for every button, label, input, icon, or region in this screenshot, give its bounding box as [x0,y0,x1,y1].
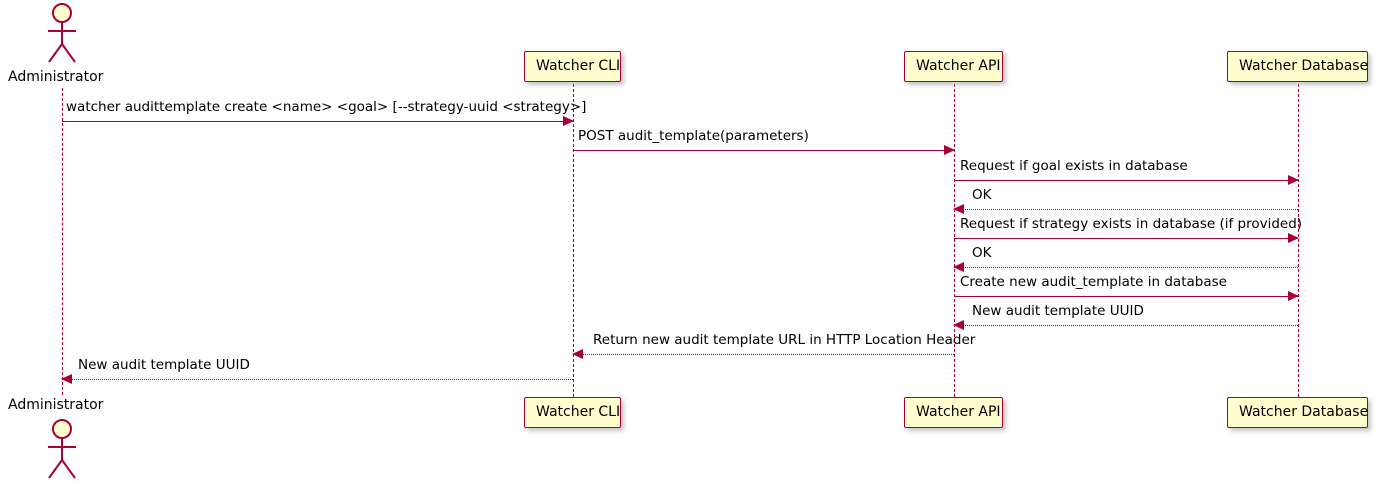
message-label-8: New audit template UUID [972,303,1144,319]
participant-watcher-api-top[interactable]: Watcher API [904,51,1003,82]
actor-label-administrator-top: Administrator [8,69,104,85]
participant-watcher-cli-top[interactable]: Watcher CLI [524,51,621,82]
lifeline-administrator [62,88,63,395]
actor-administrator-top [40,2,86,64]
participant-watcher-database-bottom[interactable]: Watcher Database [1227,397,1368,428]
message-label-5: Request if strategy exists in database (… [960,216,1303,232]
message-line [573,354,954,355]
message-label-10: New audit template UUID [78,357,250,373]
arrowhead-right-icon [1288,291,1299,301]
message-label-1: watcher audittemplate create <name> <goa… [66,99,587,115]
arrowhead-left-icon [953,320,964,330]
arrowhead-right-icon [944,145,955,155]
message-label-2: POST audit_template(parameters) [578,128,809,144]
message-line [954,238,1298,239]
participant-watcher-cli-bottom[interactable]: Watcher CLI [524,397,621,428]
participant-watcher-database-top[interactable]: Watcher Database [1227,51,1368,82]
message-line [954,296,1298,297]
arrowhead-right-icon [563,116,574,126]
message-label-6: OK [972,245,992,261]
message-line [62,379,573,380]
message-line [954,180,1298,181]
arrowhead-left-icon [61,374,72,384]
message-line [62,121,573,122]
message-label-4: OK [972,187,992,203]
lifeline-watcher-cli [573,84,574,397]
arrowhead-right-icon [1288,175,1299,185]
message-line [573,150,954,151]
lifeline-watcher-api [954,84,955,397]
arrowhead-left-icon [953,262,964,272]
message-label-7: Create new audit_template in database [960,274,1227,290]
participant-watcher-api-bottom[interactable]: Watcher API [904,397,1003,428]
message-label-3: Request if goal exists in database [960,158,1188,174]
actor-label-administrator-bottom: Administrator [8,397,104,413]
arrowhead-left-icon [572,349,583,359]
stick-figure-icon [48,3,76,63]
actor-administrator-bottom [40,418,86,480]
message-line [954,325,1298,326]
stick-figure-icon [48,419,76,479]
arrowhead-left-icon [953,204,964,214]
message-line [954,209,1298,210]
arrowhead-right-icon [1288,233,1299,243]
message-line [954,267,1298,268]
message-label-9: Return new audit template URL in HTTP Lo… [593,332,976,348]
